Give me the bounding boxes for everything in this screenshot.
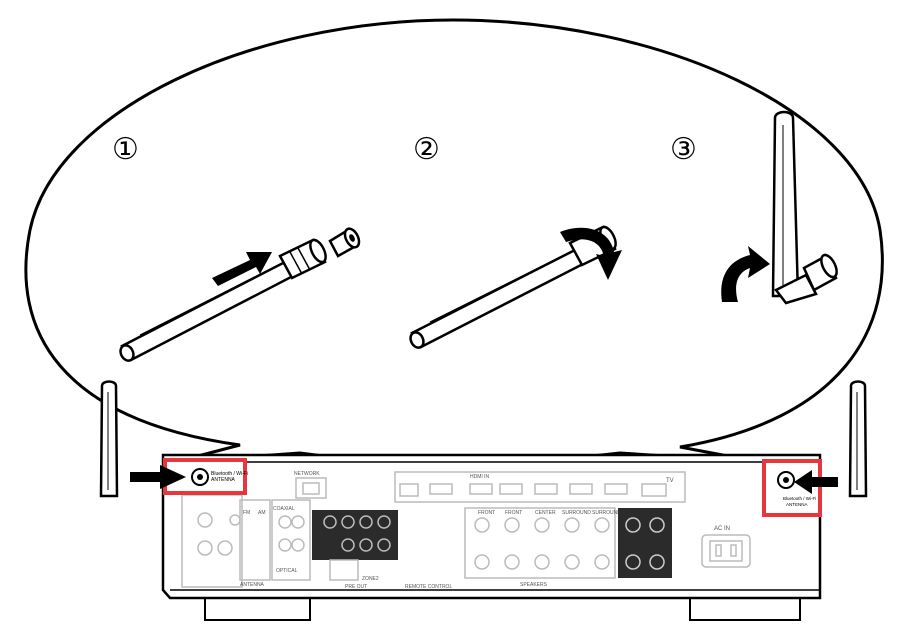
step2-rotate-arrow-icon xyxy=(560,227,622,280)
svg-text:SPEAKERS: SPEAKERS xyxy=(520,582,548,588)
svg-text:①: ① xyxy=(112,132,139,167)
left-pointer-arrow-icon xyxy=(130,465,186,489)
svg-text:FM: FM xyxy=(243,510,250,516)
step1-connector-icon xyxy=(328,227,361,258)
svg-text:②: ② xyxy=(413,132,440,167)
left-antenna-port-highlight: Bluetooth / Wi-Fi ANTENNA xyxy=(163,458,248,495)
svg-text:SURROUND: SURROUND xyxy=(562,510,591,516)
step3-raise-arrow-icon xyxy=(721,246,770,302)
svg-text:ANTENNA: ANTENNA xyxy=(211,477,236,483)
svg-text:ZONE2: ZONE2 xyxy=(362,576,379,582)
svg-text:③: ③ xyxy=(670,132,697,167)
svg-text:OPTICAL: OPTICAL xyxy=(276,568,298,574)
step-number-3: ③ xyxy=(670,132,697,167)
callout-bubble xyxy=(24,18,884,464)
svg-text:TV: TV xyxy=(666,478,674,484)
svg-text:AC IN: AC IN xyxy=(714,526,730,532)
svg-text:ANTENNA: ANTENNA xyxy=(240,582,265,588)
svg-text:AM: AM xyxy=(258,510,266,516)
svg-text:Bluetooth / Wi-Fi: Bluetooth / Wi-Fi xyxy=(211,471,248,477)
svg-text:FRONT: FRONT xyxy=(505,510,522,516)
svg-text:HDMI IN: HDMI IN xyxy=(470,474,490,480)
svg-text:ANTENNA: ANTENNA xyxy=(786,502,808,507)
right-side-antenna-icon xyxy=(848,380,868,498)
step-number-1: ① xyxy=(112,132,139,167)
svg-text:SURROUND: SURROUND xyxy=(592,510,621,516)
svg-text:FRONT: FRONT xyxy=(478,510,495,516)
receiver-rear-panel: FM AM ANTENNA COAXIAL OPTICAL NETWORK PR… xyxy=(161,453,822,621)
svg-text:COAXIAL: COAXIAL xyxy=(273,506,295,512)
step1-antenna-icon xyxy=(119,238,327,362)
step3-antenna-icon xyxy=(771,110,838,305)
svg-text:Bluetooth / Wi-Fi: Bluetooth / Wi-Fi xyxy=(783,496,816,501)
right-pointer-arrow-icon xyxy=(794,470,838,494)
step-number-2: ② xyxy=(413,132,440,167)
svg-text:REMOTE CONTROL: REMOTE CONTROL xyxy=(405,584,452,590)
step1-push-arrow-icon xyxy=(212,252,272,286)
left-side-antenna-icon xyxy=(99,380,119,498)
svg-text:NETWORK: NETWORK xyxy=(294,471,320,477)
svg-text:CENTER: CENTER xyxy=(535,510,556,516)
svg-text:PRE OUT: PRE OUT xyxy=(345,584,367,590)
